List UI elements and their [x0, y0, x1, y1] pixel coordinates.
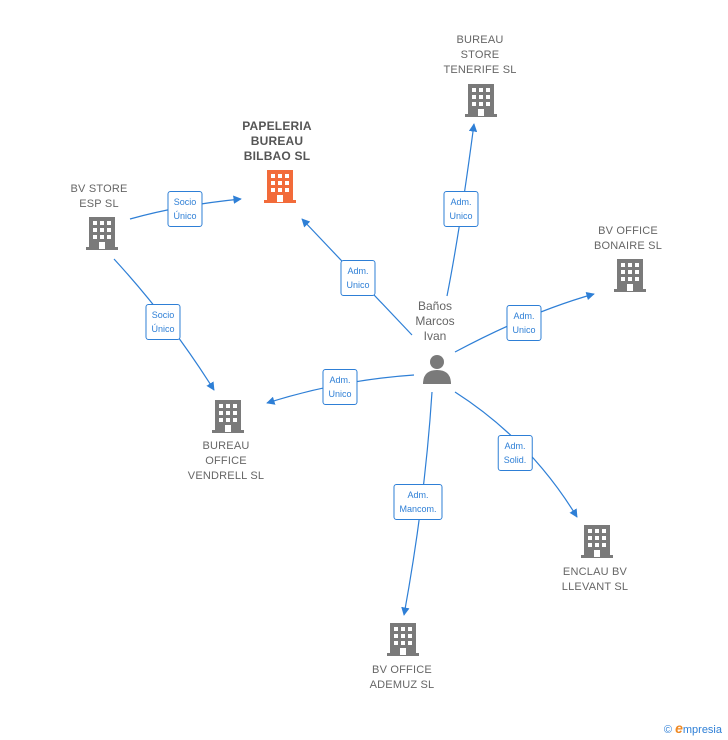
- copyright-symbol: ©: [663, 724, 673, 736]
- building-icon-bonaire: [614, 259, 646, 292]
- empresia-logo: © empresia: [664, 720, 722, 736]
- edge-label-adm-unico-tenerife: Adm. Unico: [443, 191, 479, 227]
- company-label-vendrell[interactable]: BUREAU OFFICE VENDRELL SL: [187, 440, 265, 482]
- edge-label-adm-unico-papeleria: Adm. Unico: [340, 260, 376, 296]
- edge-label-socio-unico-1: Socio Único: [167, 191, 203, 227]
- building-icon-enclau: [581, 525, 613, 558]
- company-label-bonaire[interactable]: BV OFFICE BONAIRE SL: [593, 225, 663, 252]
- edge-label-adm-unico-bonaire: Adm. Unico: [506, 305, 542, 341]
- building-icon-papeleria: [264, 170, 296, 203]
- building-icon-bvstore: [86, 217, 118, 250]
- building-icon-tenerife: [465, 84, 497, 117]
- company-label-bvstore[interactable]: BV STORE ESP SL: [70, 183, 128, 210]
- edge-label-adm-unico-vendrell: Adm. Unico: [322, 369, 358, 405]
- company-label-papeleria[interactable]: PAPELERIA BUREAU BILBAO SL: [242, 119, 312, 163]
- edge-label-adm-mancom: Adm. Mancom.: [393, 484, 443, 520]
- brand-name: mpresia: [682, 724, 722, 736]
- person-icon: [423, 355, 451, 384]
- building-icon-ademuz: [387, 623, 419, 656]
- company-label-ademuz[interactable]: BV OFFICE ADEMUZ SL: [369, 664, 435, 691]
- company-label-tenerife[interactable]: BUREAU STORE TENERIFE SL: [443, 34, 517, 76]
- edge-label-socio-unico-2: Socio Único: [145, 304, 181, 340]
- brand-initial: e: [675, 720, 683, 736]
- building-icon-vendrell: [212, 400, 244, 433]
- person-label[interactable]: Baños Marcos Ivan: [415, 299, 455, 343]
- edge-label-adm-solid: Adm. Solid.: [497, 435, 533, 471]
- company-label-enclau[interactable]: ENCLAU BV LLEVANT SL: [561, 566, 629, 593]
